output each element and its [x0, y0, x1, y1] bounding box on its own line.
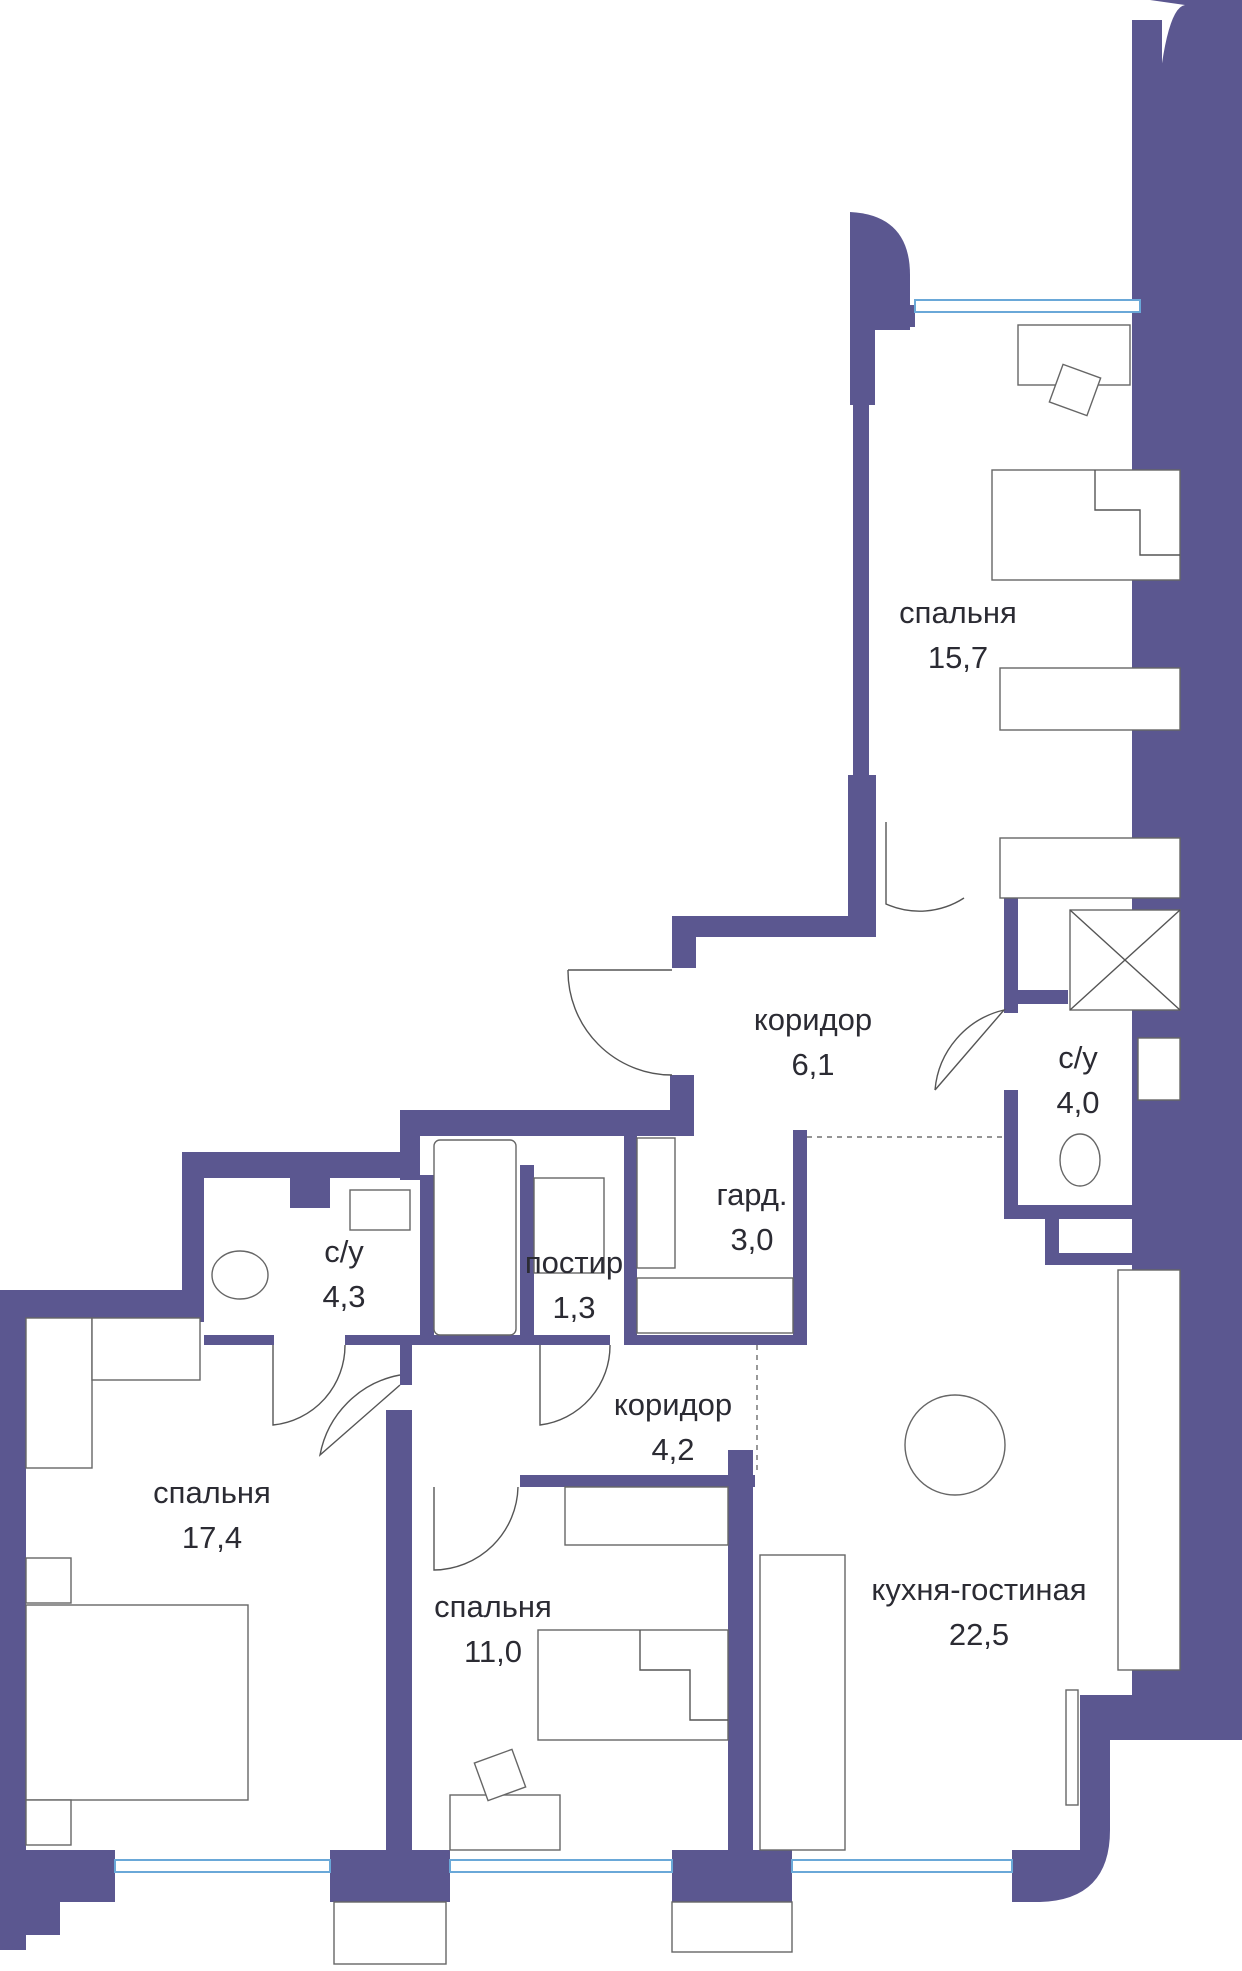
- furniture: [25, 324, 1181, 1851]
- wall-bedroom1-left: [853, 405, 869, 775]
- wardrobe-bedroom3: [564, 1486, 729, 1546]
- door-laundry: [539, 1344, 611, 1426]
- room-area-bedroom-2: 17,4: [182, 1520, 242, 1555]
- exterior-wall-left: [0, 1290, 26, 1950]
- room-area-hall-1: 6,1: [791, 1047, 834, 1082]
- room-label-bedroom-2: спальня: [153, 1475, 271, 1510]
- wall-bottom-mid-left: [330, 1850, 450, 1902]
- chair-bedroom3: [473, 1748, 527, 1802]
- room-label-hall-2: коридор: [614, 1387, 732, 1422]
- doors: [272, 822, 1006, 1571]
- room-label-hall-1: коридор: [754, 1002, 872, 1037]
- dining-table: [904, 1394, 1006, 1496]
- wall-bedroom2-bedroom3: [386, 1410, 412, 1855]
- room-label-wardrobe: гард.: [716, 1177, 787, 1212]
- window-top: [914, 299, 1141, 313]
- wall-bath1-left-top: [1004, 898, 1018, 1013]
- wall-wardrobe-right: [793, 1130, 807, 1340]
- bed-bedroom2: [25, 1604, 249, 1801]
- door-bedroom3: [433, 1486, 519, 1571]
- room-label-bedroom-1: спальня: [899, 595, 1017, 630]
- wall-wardrobe-bottom: [624, 1335, 807, 1345]
- room-area-bedroom-1: 15,7: [928, 640, 988, 675]
- shelf-wardrobe-a: [636, 1137, 676, 1269]
- wardrobe-bedroom1-a: [999, 667, 1181, 731]
- balcony-step: [671, 1901, 793, 1953]
- wardrobe-bedroom1-b: [999, 837, 1181, 899]
- bed-bedroom3: [537, 1629, 729, 1741]
- wall-bath1-bottom-stub: [1045, 1205, 1059, 1265]
- wall-bedroom3-top: [520, 1475, 755, 1487]
- room-area-hall-2: 4,2: [651, 1432, 694, 1467]
- room-area-bedroom-3: 11,0: [464, 1634, 522, 1669]
- wall-bedroom1-left-top: [850, 265, 875, 405]
- nightstand-a: [25, 1557, 72, 1604]
- wall-bath1-lower: [1045, 1253, 1185, 1265]
- wall-bedroom1-left-lower: [848, 775, 876, 937]
- room-label-kitchen-living: кухня-гостиная: [871, 1572, 1086, 1607]
- wardrobe-bedroom2-b: [91, 1317, 201, 1381]
- windows: [114, 299, 1141, 1965]
- wall-bath2-left: [182, 1152, 204, 1322]
- bed3-blanket: [639, 1630, 728, 1721]
- bed-blanket: [1094, 470, 1180, 556]
- wall-bath2-bottom-left: [204, 1335, 274, 1345]
- room-label-bath-1: с/у: [1058, 1040, 1098, 1075]
- sink-bath1: [1137, 1037, 1181, 1101]
- toilet-bath2: [211, 1250, 269, 1300]
- wall-bath2-bottom: [345, 1335, 610, 1345]
- room-label-bath-2: с/у: [324, 1234, 364, 1269]
- wall-laundry-left: [520, 1165, 534, 1340]
- wall-hall2-stub: [400, 1345, 412, 1385]
- wall-upper-block: [400, 1110, 694, 1136]
- sink-bath2: [349, 1189, 411, 1231]
- window-bedroom2: [114, 1859, 331, 1873]
- room-label-laundry: постир: [525, 1245, 623, 1280]
- chair-bedroom1: [1048, 363, 1102, 417]
- door-bedroom1: [885, 822, 965, 912]
- wall-bedroom2-top: [0, 1290, 204, 1318]
- desk-bedroom3: [449, 1794, 561, 1851]
- shelf-wardrobe-b: [636, 1277, 794, 1334]
- toilet-bath1: [1059, 1133, 1101, 1187]
- window-bedroom3: [449, 1859, 673, 1873]
- washer-laundry: [533, 1177, 605, 1274]
- room-area-bath-1: 4,0: [1056, 1085, 1099, 1120]
- wall-corridor-stub: [672, 916, 696, 968]
- sofa: [759, 1554, 846, 1851]
- wall-bottom-right-corner: [1012, 1695, 1242, 1902]
- door-bath1: [934, 1008, 1006, 1091]
- room-label-bedroom-3: спальня: [434, 1589, 552, 1624]
- wardrobe-bedroom2-a: [25, 1317, 93, 1469]
- door-bedroom2: [318, 1374, 401, 1457]
- wall-bottom-left-corner: [20, 1850, 60, 1935]
- bathtub-bath2: [433, 1139, 517, 1336]
- room-area-bath-2: 4,3: [322, 1279, 365, 1314]
- kitchen-counter: [1117, 1269, 1181, 1671]
- wall-top-window-left: [875, 305, 915, 327]
- radiator-kitchen: [1065, 1689, 1079, 1806]
- wall-bath2-right: [420, 1175, 434, 1335]
- wall-bath2-niche: [290, 1170, 330, 1208]
- door-entrance: [567, 969, 673, 1076]
- wall-bath1-right-stub: [1150, 1175, 1190, 1255]
- nightstand-b: [25, 1799, 72, 1846]
- wall-top-window-right: [1140, 305, 1182, 327]
- wall-bath1-partition: [1018, 990, 1068, 1004]
- door-bath2: [272, 1344, 346, 1426]
- room-labels: спальня 15,7 коридор 6,1 с/у 4,0 гард. 3…: [153, 595, 1099, 1669]
- wall-bedroom3-kitchen: [728, 1450, 753, 1855]
- wall-bottom-mid-right: [672, 1850, 792, 1902]
- bed-bedroom1: [991, 469, 1181, 581]
- radiator-balcony: [333, 1901, 447, 1965]
- wall-corridor-top: [690, 916, 876, 937]
- room-area-kitchen-living: 22,5: [949, 1617, 1009, 1652]
- room-area-laundry: 1,3: [552, 1290, 595, 1325]
- wall-wardrobe-left: [624, 1128, 637, 1340]
- room-area-wardrobe: 3,0: [730, 1222, 773, 1257]
- wall-bath1-left: [1004, 1090, 1018, 1218]
- window-kitchen: [791, 1859, 1013, 1873]
- shower-diag2: [1069, 909, 1181, 1011]
